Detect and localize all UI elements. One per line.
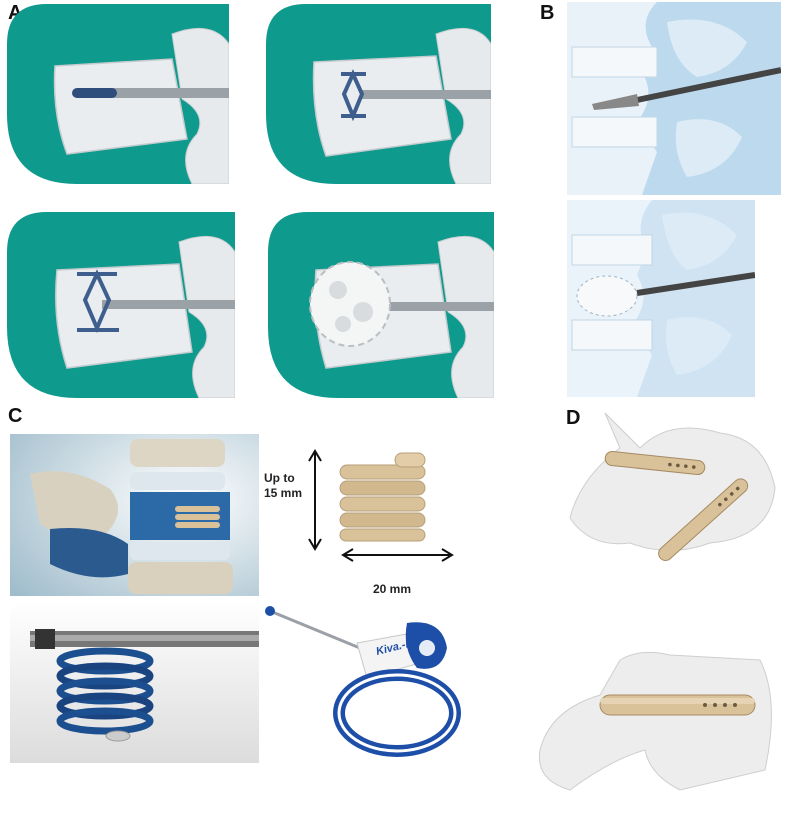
- panel-a-step3-image: [7, 212, 235, 398]
- panel-d-top-image: [560, 408, 784, 588]
- width-dimension-label: 20 mm: [373, 582, 412, 596]
- panel-a-step2-image: [266, 4, 491, 184]
- panel-c-delivery-device-image: Kiva.-R: [262, 603, 472, 763]
- panel-d-bottom-image: [530, 640, 780, 800]
- panel-c-spine-image: [10, 434, 259, 596]
- height-dimension-label: Up to 15 mm: [264, 471, 302, 501]
- panel-a-step4-image: [268, 212, 494, 398]
- panel-c-implant-image: [300, 445, 460, 570]
- panel-letter-c: C: [8, 405, 23, 427]
- panel-b-bottom-image: [567, 200, 755, 397]
- panel-a-step1-image: [7, 4, 229, 184]
- panel-b-top-image: [567, 2, 781, 195]
- height-label-line1: Up to: [264, 471, 295, 485]
- panel-letter-d: D: [566, 407, 581, 429]
- panel-c-coil-image: [10, 601, 259, 763]
- height-label-line2: 15 mm: [264, 486, 303, 500]
- panel-letter-b: B: [540, 2, 555, 24]
